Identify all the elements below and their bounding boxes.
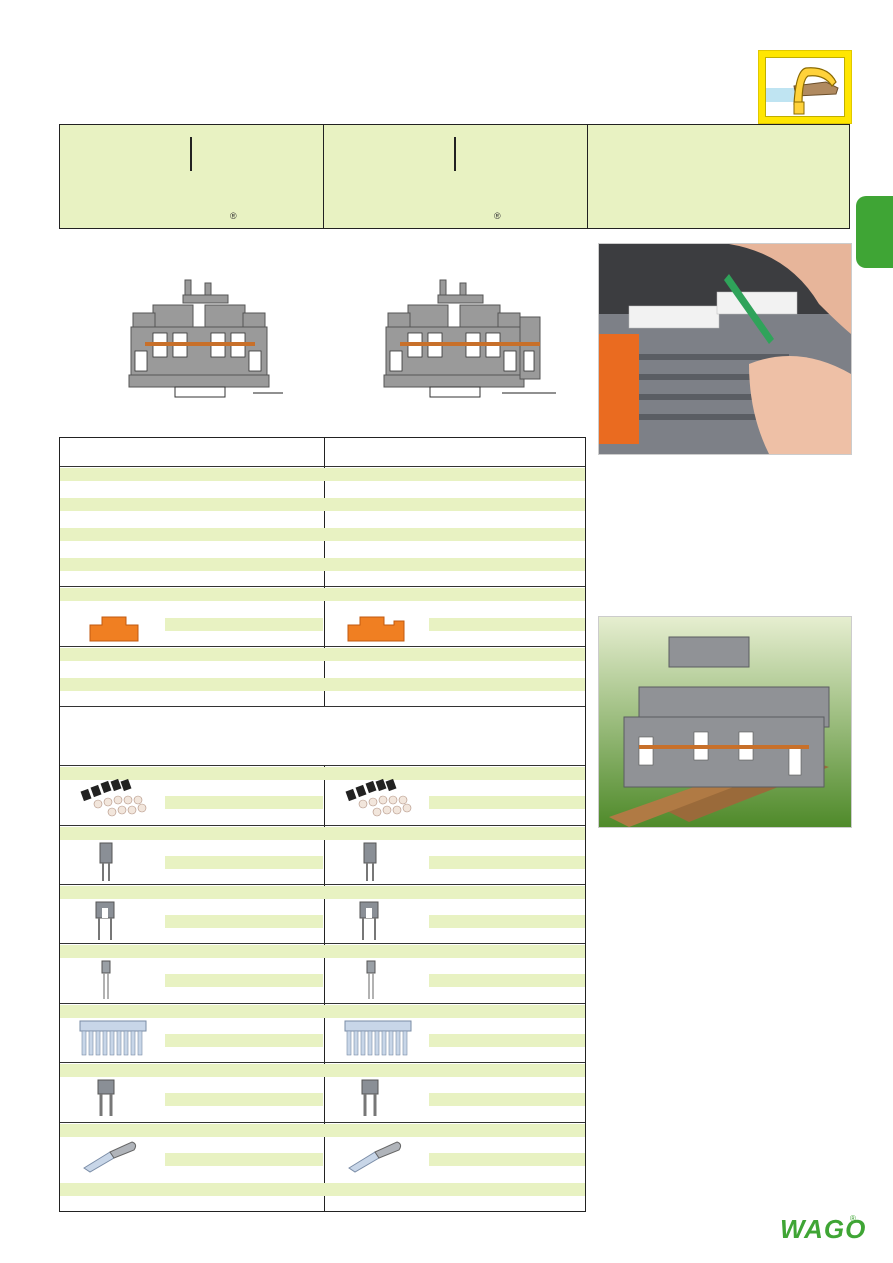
jumper-icon bbox=[98, 841, 114, 883]
table-row bbox=[165, 1093, 323, 1106]
table-row bbox=[429, 915, 585, 928]
table-divider bbox=[60, 646, 585, 647]
table-row bbox=[60, 648, 585, 661]
table-divider bbox=[60, 586, 585, 587]
section-tab[interactable] bbox=[856, 196, 893, 268]
registered-mark: ® bbox=[494, 211, 501, 221]
photo-marking-terminals bbox=[598, 243, 852, 455]
table-row bbox=[60, 528, 585, 541]
end-plate-icon bbox=[346, 613, 406, 643]
operating-tool-icon bbox=[345, 1138, 405, 1176]
table-note-area bbox=[60, 707, 585, 765]
registered-mark: ® bbox=[230, 211, 237, 221]
test-plug-icon bbox=[365, 959, 377, 1001]
table-row bbox=[165, 1153, 323, 1166]
marker-strip-icon bbox=[78, 778, 158, 820]
jumper-icon bbox=[96, 1078, 116, 1118]
table-row bbox=[165, 618, 323, 631]
header-divider bbox=[323, 125, 324, 228]
table-row bbox=[429, 1093, 585, 1106]
jumper-icon bbox=[358, 900, 380, 942]
table-row bbox=[429, 1153, 585, 1166]
table-divider bbox=[60, 1122, 585, 1123]
registered-mark: ® bbox=[850, 1214, 856, 1223]
table-row bbox=[60, 558, 585, 571]
table-divider bbox=[60, 943, 585, 944]
table-row bbox=[429, 974, 585, 987]
table-divider bbox=[60, 1062, 585, 1063]
table-row bbox=[60, 827, 585, 840]
end-plate-icon bbox=[88, 613, 140, 643]
table-divider bbox=[60, 1003, 585, 1004]
header-divider bbox=[587, 125, 588, 228]
table-divider bbox=[60, 706, 585, 707]
table-row bbox=[60, 498, 585, 511]
table-row bbox=[165, 974, 323, 987]
table-row bbox=[60, 1183, 585, 1196]
table-row bbox=[165, 1034, 323, 1047]
table-row bbox=[60, 1064, 585, 1077]
table-row bbox=[429, 796, 585, 809]
table-divider bbox=[60, 884, 585, 885]
table-row bbox=[165, 796, 323, 809]
table-row bbox=[165, 915, 323, 928]
jumper-icon bbox=[360, 1078, 380, 1118]
table-divider bbox=[60, 765, 585, 766]
table-row bbox=[60, 1005, 585, 1018]
column-divider bbox=[324, 438, 325, 1211]
header-marker bbox=[454, 137, 456, 171]
test-plug-icon bbox=[100, 959, 112, 1001]
comb-jumper-icon bbox=[343, 1019, 413, 1059]
header-panel: ® ® bbox=[59, 124, 850, 229]
comb-jumper-icon bbox=[78, 1019, 148, 1059]
table-header-line bbox=[60, 466, 585, 467]
table-row bbox=[60, 945, 585, 958]
clamp-lever-icon bbox=[765, 57, 845, 117]
photo-terminal-block-on-rail bbox=[598, 616, 852, 828]
table-row bbox=[165, 856, 323, 869]
table-row bbox=[60, 678, 585, 691]
jumper-icon bbox=[94, 900, 116, 942]
table-row bbox=[60, 886, 585, 899]
operating-tool-icon bbox=[80, 1138, 140, 1176]
header-marker bbox=[190, 137, 192, 171]
terminal-block-drawing bbox=[380, 275, 558, 405]
marker-strip-icon bbox=[343, 778, 423, 820]
product-table bbox=[59, 437, 586, 1212]
table-row bbox=[429, 856, 585, 869]
table-row bbox=[60, 1124, 585, 1137]
table-row bbox=[60, 468, 585, 481]
table-row bbox=[429, 1034, 585, 1047]
section-icon-box bbox=[758, 50, 852, 124]
jumper-icon bbox=[362, 841, 378, 883]
wago-logo: WAGO bbox=[780, 1214, 867, 1244]
terminal-block-drawing bbox=[125, 275, 285, 405]
table-divider bbox=[60, 825, 585, 826]
table-row bbox=[60, 588, 585, 601]
table-row bbox=[60, 767, 585, 780]
table-row bbox=[429, 618, 585, 631]
